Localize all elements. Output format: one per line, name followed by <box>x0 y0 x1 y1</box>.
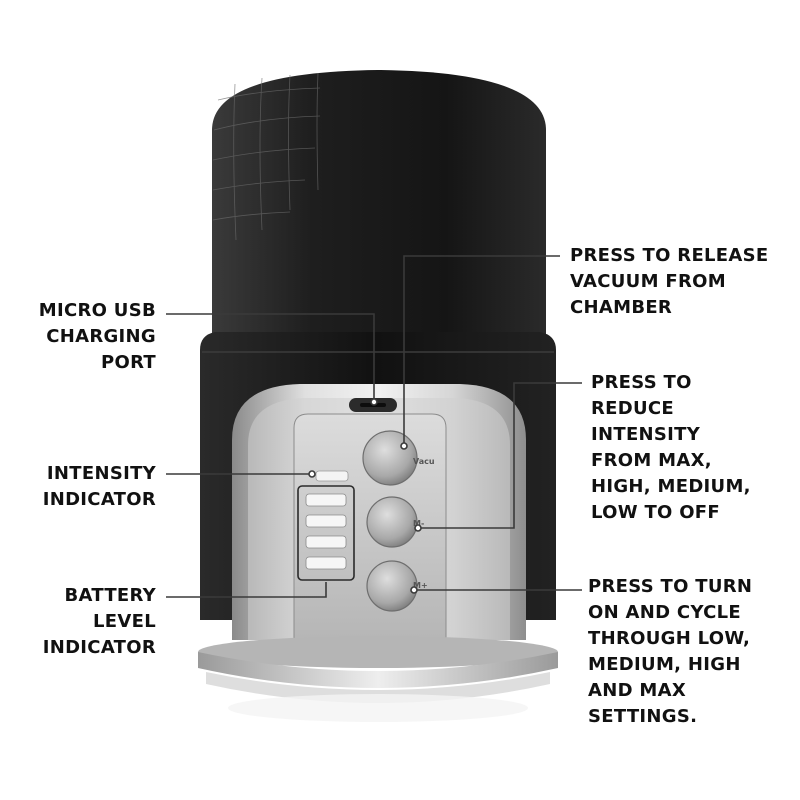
callout-line: CHARGING <box>46 326 156 347</box>
vacuum-button-label: Vacu <box>413 457 435 466</box>
callout-line: REDUCE <box>591 398 675 419</box>
battery-bar <box>305 556 347 570</box>
callout-micro-usb: MICRO USB CHARGING PORT <box>20 298 156 376</box>
callout-line: HIGH, MEDIUM, <box>591 476 751 497</box>
leader-usb-dot <box>370 398 378 406</box>
leader-reduce-dot <box>414 524 422 532</box>
device-cap <box>212 70 546 340</box>
callout-line: AND MAX <box>588 680 687 701</box>
power-cycle-button[interactable]: M+ <box>366 560 428 612</box>
callout-line: MEDIUM, HIGH <box>588 654 741 675</box>
callout-line: PORT <box>100 352 156 373</box>
battery-level-indicator <box>297 485 355 581</box>
leader-on-dot <box>410 586 418 594</box>
leader-reduce <box>420 382 582 529</box>
callout-line: PRESS TO TURN <box>588 576 753 597</box>
leader-release-dot <box>400 442 408 450</box>
callout-line: BATTERY <box>64 585 156 606</box>
callout-line: LOW TO OFF <box>591 502 720 523</box>
callout-line: PRESS TO RELEASE <box>570 245 769 266</box>
callout-reduce-intensity: PRESS TO REDUCE INTENSITY FROM MAX, HIGH, ME… <box>591 370 791 526</box>
callout-turn-on: PRESS TO TURN ON AND CYCLE THROUGH LOW, MED… <box>588 574 793 730</box>
battery-bar <box>305 535 347 549</box>
leader-lines <box>166 255 582 598</box>
battery-bar <box>305 493 347 507</box>
callout-line: INDICATOR <box>42 489 156 510</box>
leader-intensity-dot <box>308 470 316 478</box>
cap-grid-texture <box>212 72 321 241</box>
callout-release-vacuum: PRESS TO RELEASE VACUUM FROM CHAMBER <box>570 243 790 321</box>
callout-line: PRESS TO <box>591 372 692 393</box>
callout-line: INTENSITY <box>46 463 156 484</box>
battery-bar <box>305 514 347 528</box>
callout-battery-level: BATTERY LEVEL INDICATOR <box>20 583 156 661</box>
leader-battery <box>166 582 327 598</box>
callout-line: FROM MAX, <box>591 450 712 471</box>
callout-line: INTENSITY <box>591 424 701 445</box>
leader-usb <box>166 313 375 400</box>
intensity-indicator-led <box>315 470 349 482</box>
plus-button-label: M+ <box>413 581 428 590</box>
callout-line: MICRO USB <box>38 300 156 321</box>
intensity-down-button[interactable]: M- <box>366 496 424 548</box>
callout-line: SETTINGS. <box>588 706 698 727</box>
device-base <box>198 636 558 722</box>
callout-line: INDICATOR <box>42 637 156 658</box>
leader-release <box>403 255 560 444</box>
callout-line: VACUUM FROM <box>570 271 726 292</box>
callout-line: CHAMBER <box>570 297 673 318</box>
callout-intensity-indicator: INTENSITY INDICATOR <box>20 461 156 513</box>
callout-line: LEVEL <box>93 611 156 632</box>
minus-button-label: M- <box>413 519 424 528</box>
callout-line: ON AND CYCLE <box>588 602 742 623</box>
callout-line: THROUGH LOW, <box>588 628 751 649</box>
